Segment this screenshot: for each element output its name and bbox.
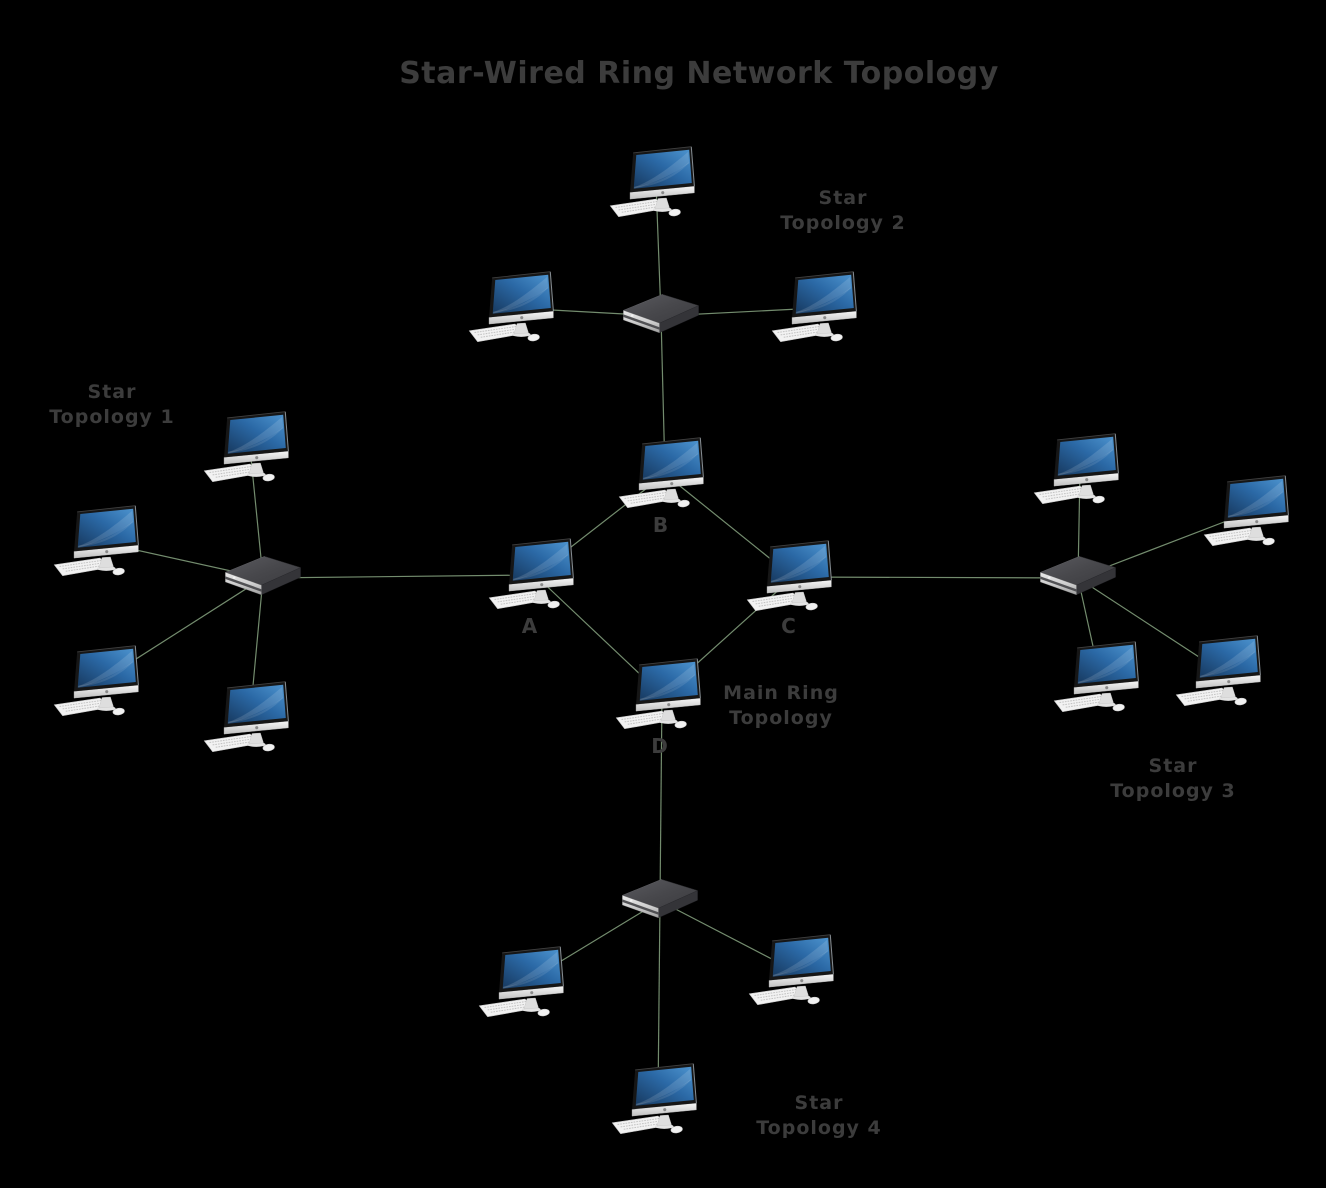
computer-icon [611,1063,697,1135]
computer-icon [746,540,832,612]
star3-label: Star Topology 3 [1110,755,1236,802]
diagram-title: Star-Wired Ring Network Topology [399,56,999,91]
node-star3-hub[interactable] [1038,553,1118,603]
node-star2-hub[interactable] [621,291,701,341]
node-star3-pc1[interactable] [1030,429,1130,512]
node-star1-pc2[interactable] [50,501,150,584]
node-ring-b-label: B [652,513,670,537]
node-star1-pc3[interactable] [50,641,150,724]
node-ring-a-label: A [521,614,539,638]
computer-icon [488,538,574,610]
star2-label: Star Topology 2 [780,187,906,234]
node-star4-hub[interactable] [620,876,700,926]
wire-star3-hub-ring-c [792,576,1079,579]
node-star1-pc4[interactable] [200,677,300,760]
computer-icon [748,934,834,1006]
wire-star1-hub-ring-a [262,574,536,579]
node-star1-hub[interactable] [223,553,303,603]
switch-icon [623,293,699,334]
switch-icon [224,556,302,596]
node-ring-c[interactable] [743,536,843,619]
node-star2-pc1[interactable] [606,142,706,225]
node-ring-d[interactable] [612,654,712,737]
node-ring-b[interactable] [615,433,715,516]
node-star1-pc1[interactable] [200,407,300,490]
computer-icon [1033,433,1119,505]
computer-icon [203,411,289,483]
computer-icon [1203,475,1289,547]
star1-label: Star Topology 1 [49,381,175,428]
computer-icon [468,271,554,343]
node-star3-pc3[interactable] [1050,637,1150,720]
node-star3-pc2[interactable] [1200,471,1300,554]
node-star2-pc3[interactable] [768,267,868,350]
node-star2-pc2[interactable] [465,267,565,350]
computer-icon [53,645,139,717]
switch-icon [1040,556,1116,596]
wire-star4-hub-ring-d [659,694,663,902]
wire-star3-hub-star3-pc4 [1077,577,1223,673]
computer-icon [1053,641,1139,713]
computer-icon [478,946,564,1018]
node-star4-pc1[interactable] [475,942,575,1025]
node-star3-pc4[interactable] [1172,631,1272,714]
star4-label: Star Topology 4 [756,1092,882,1139]
node-ring-a[interactable] [485,534,585,617]
node-ring-c-label: C [781,614,797,638]
computer-icon [615,658,701,730]
node-star4-pc3[interactable] [608,1059,708,1142]
node-star4-pc2[interactable] [745,930,845,1013]
computer-icon [1175,635,1261,707]
computer-icon [618,437,704,509]
computer-icon [53,505,139,577]
computer-icon [609,146,695,218]
computer-icon [771,271,857,343]
node-ring-d-label: D [651,734,669,758]
wire-star4-hub-star4-pc3 [657,900,661,1101]
switch-icon [622,879,698,919]
computer-icon [203,681,289,753]
main-ring-label: Main Ring Topology [723,682,839,729]
